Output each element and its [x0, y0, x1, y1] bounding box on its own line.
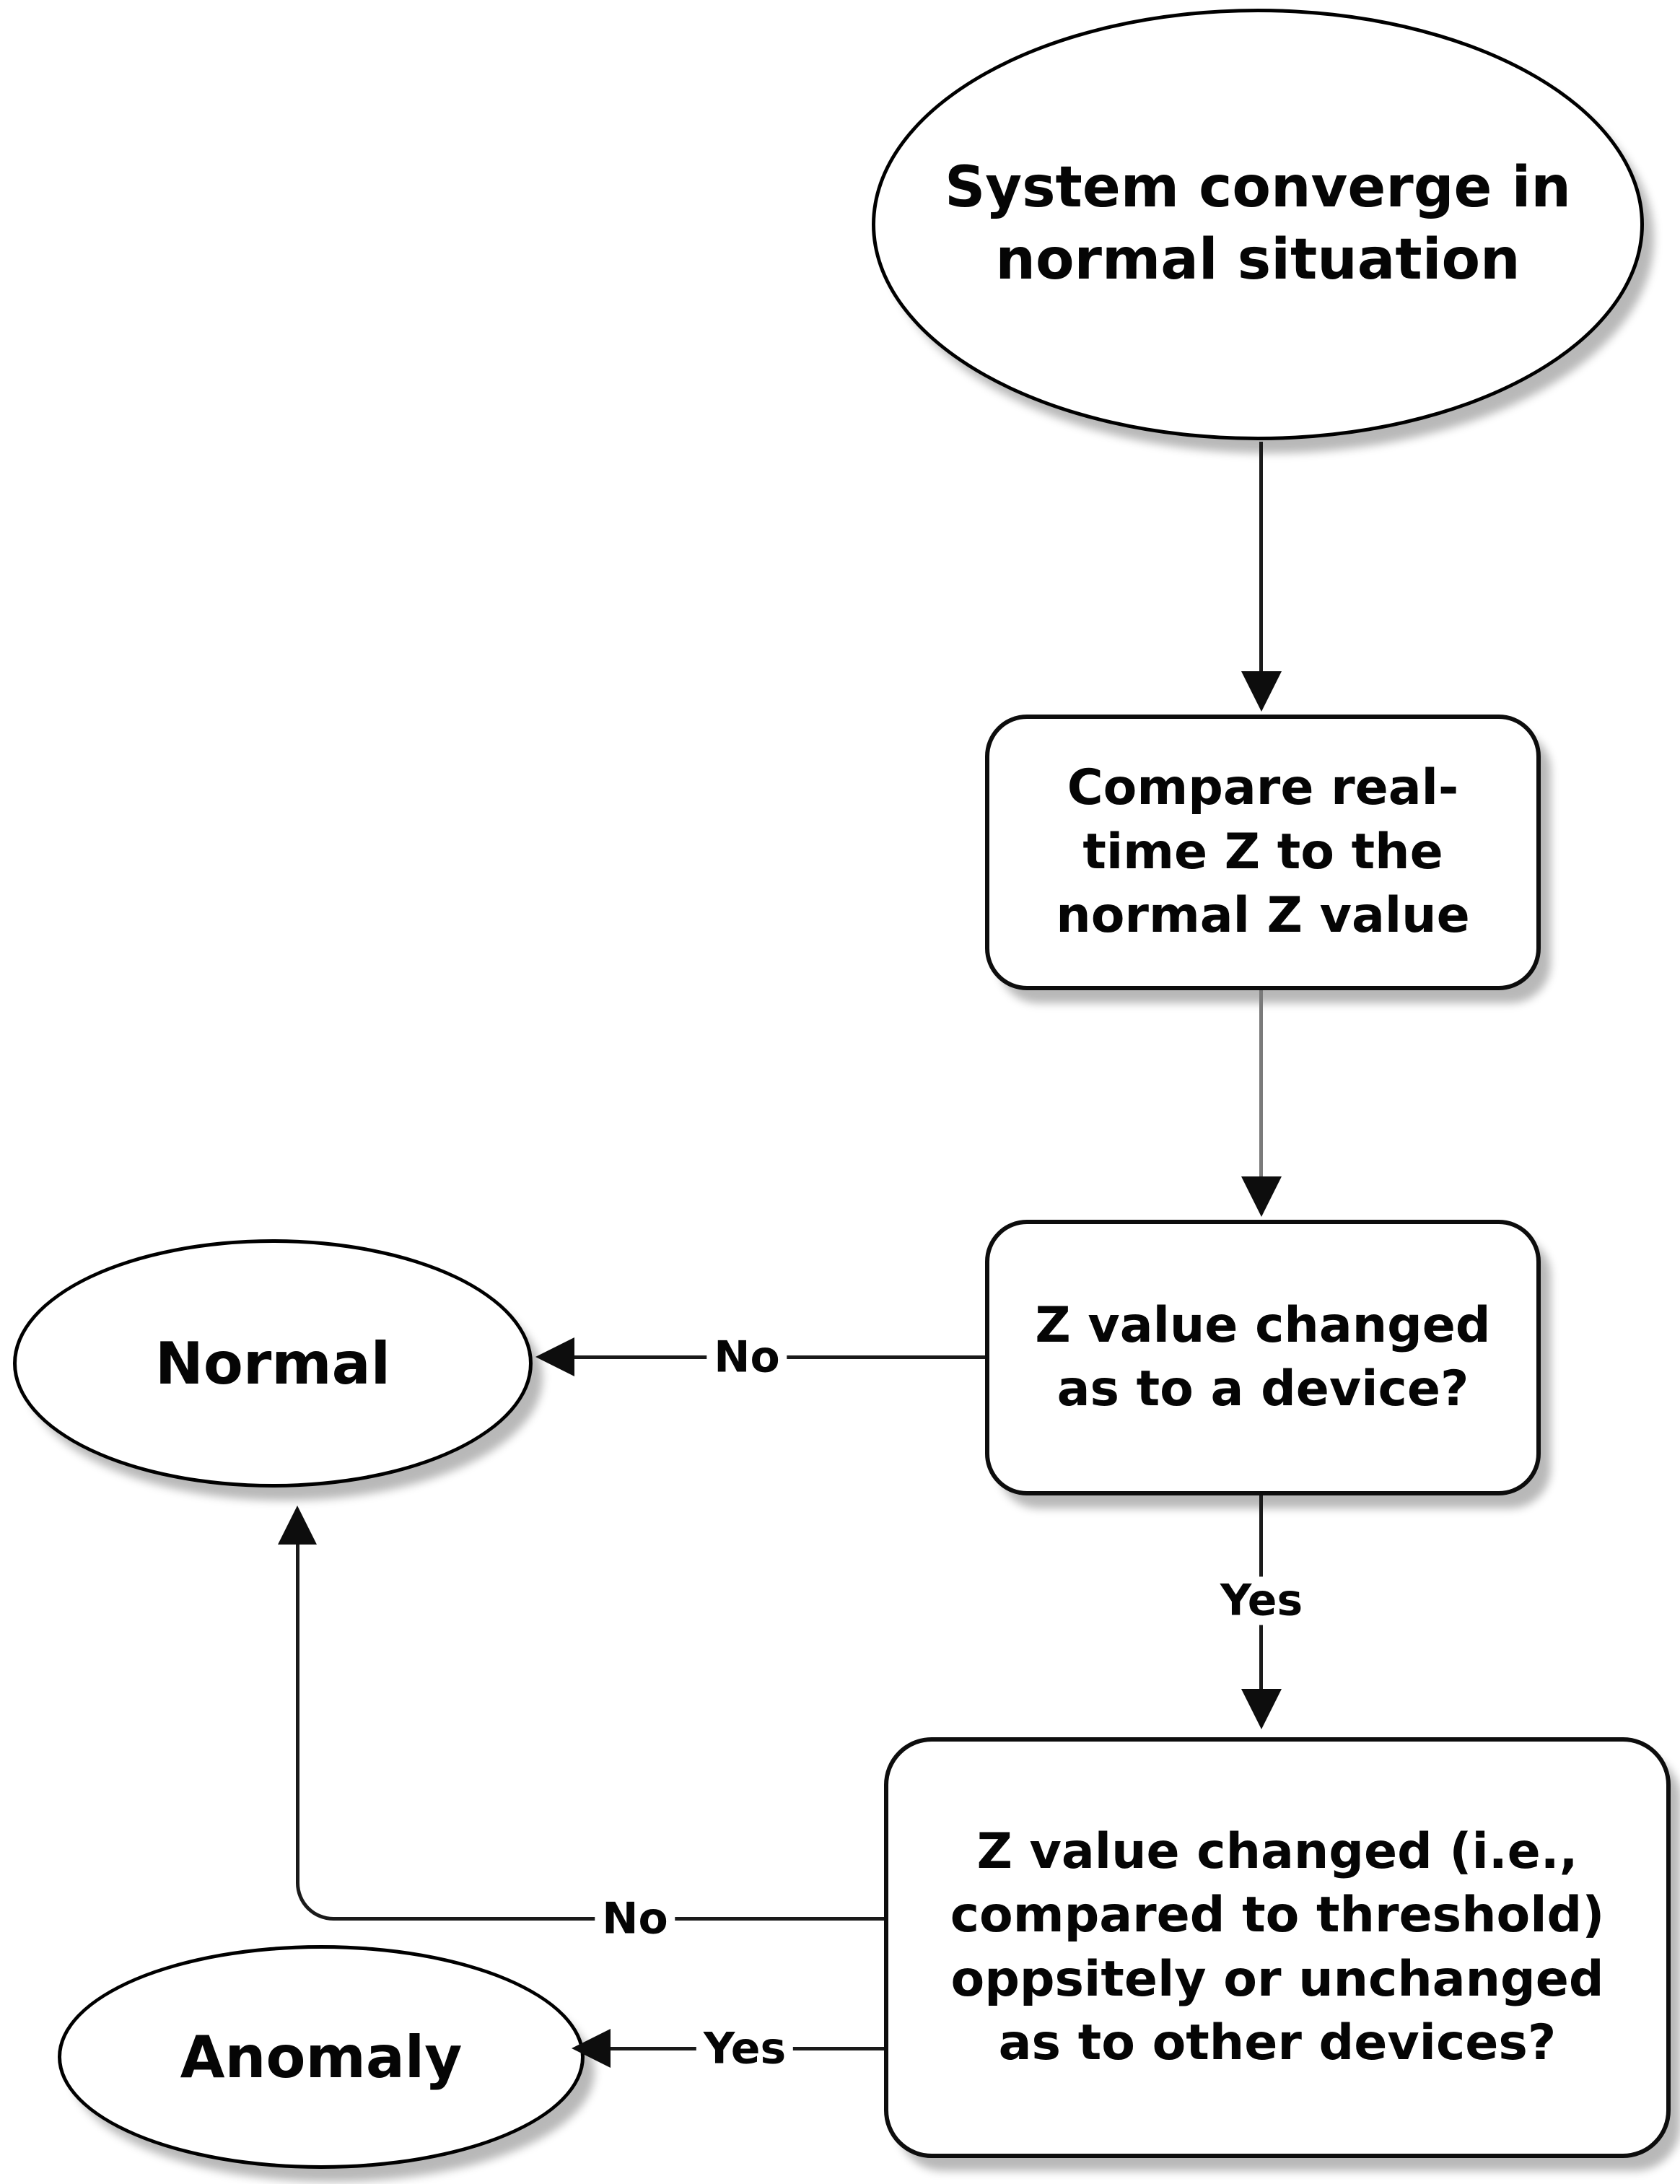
edge-decision1-normal-arrowhead-left-icon [535, 1337, 574, 1376]
node-decision2-label: Z value changed (i.e., compared to thres… [950, 1822, 1605, 2071]
node-anomaly-ellipse: Anomaly [58, 1945, 585, 2169]
node-decision1-box: Z value changed as to a device? [985, 1220, 1541, 1495]
node-start-label: System converge in normal situation [945, 155, 1571, 292]
node-anomaly-label: Anomaly [180, 2023, 463, 2091]
edge-decision2-anomaly-arrowhead-left-icon [572, 2029, 611, 2068]
edge-decision2-normal-arrowhead-up-icon [278, 1506, 317, 1545]
edge-decision1-decision2-arrowhead-down-icon [1241, 1689, 1282, 1729]
edge-decision1-decision2-label: Yes [1212, 1576, 1311, 1625]
node-compare-label: Compare real-time Z to the normal Z valu… [1056, 759, 1470, 945]
node-decision2-box: Z value changed (i.e., compared to thres… [884, 1737, 1671, 2158]
edge-start-compare-line [1259, 442, 1263, 673]
node-compare-box: Compare real-time Z to the normal Z valu… [985, 715, 1541, 990]
edge-decision2-normal-label: No [595, 1895, 675, 1944]
edge-compare-decision1-line [1259, 990, 1263, 1178]
node-normal-label: Normal [154, 1329, 391, 1397]
edge-decision2-normal-vline [296, 1545, 299, 1878]
edge-compare-decision1-arrowhead-down-icon [1241, 1176, 1282, 1217]
edge-start-compare-arrowhead-down-icon [1241, 671, 1282, 712]
edge-decision2-anomaly-label: Yes [696, 2024, 794, 2074]
node-start-ellipse: System converge in normal situation [872, 9, 1644, 440]
edge-decision1-normal-label: No [706, 1333, 787, 1382]
node-decision1-label: Z value changed as to a device? [1035, 1296, 1491, 1418]
edge-decision2-normal-elbow [296, 1878, 338, 1921]
node-normal-ellipse: Normal [13, 1239, 533, 1488]
